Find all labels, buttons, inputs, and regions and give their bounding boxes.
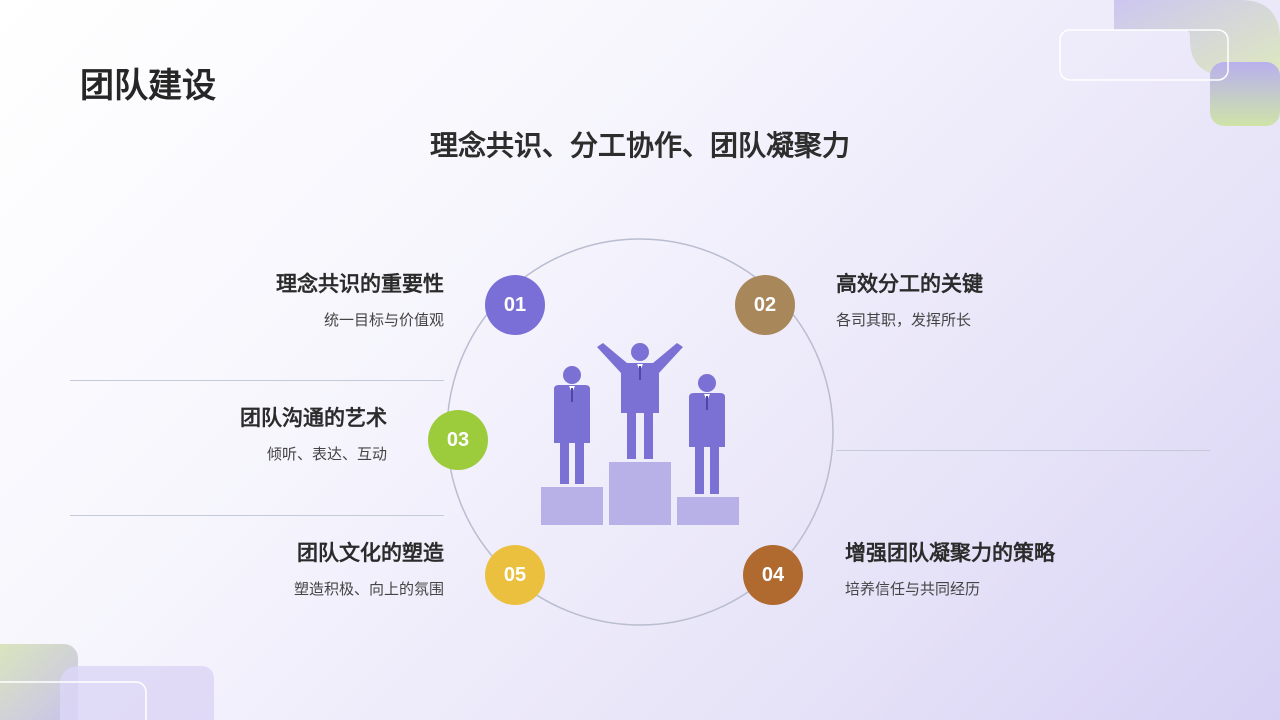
item-02-badge: 02 (735, 275, 795, 335)
item-02-desc: 各司其职，发挥所长 (836, 311, 972, 329)
item-01-title: 理念共识的重要性 (276, 272, 444, 296)
divider-line-left-lower (70, 515, 444, 516)
item-03-badge: 03 (428, 410, 488, 470)
item-01-badge: 01 (485, 275, 545, 335)
item-05-desc: 塑造积极、向上的氛围 (293, 580, 444, 598)
corner-decoration-top-right (1059, 0, 1280, 126)
corner-decoration-bottom-left (0, 644, 214, 720)
item-04-badge: 04 (743, 545, 803, 605)
divider-line-left-upper (70, 380, 444, 381)
divider-line-right (836, 450, 1210, 451)
item-03-title: 团队沟通的艺术 (240, 406, 387, 430)
item-03-desc: 倾听、表达、互动 (266, 445, 387, 463)
podium-winners-icon (541, 343, 739, 525)
item-05-badge: 05 (485, 545, 545, 605)
item-01-desc: 统一目标与价值观 (323, 311, 444, 329)
page-subtitle: 理念共识、分工协作、团队凝聚力 (429, 129, 850, 162)
item-05-title: 团队文化的塑造 (297, 541, 444, 565)
page-title: 团队建设 (80, 66, 216, 106)
item-02-title: 高效分工的关键 (836, 272, 983, 296)
item-04-title: 增强团队凝聚力的策略 (845, 541, 1055, 565)
item-04-desc: 培养信任与共同经历 (845, 580, 981, 598)
